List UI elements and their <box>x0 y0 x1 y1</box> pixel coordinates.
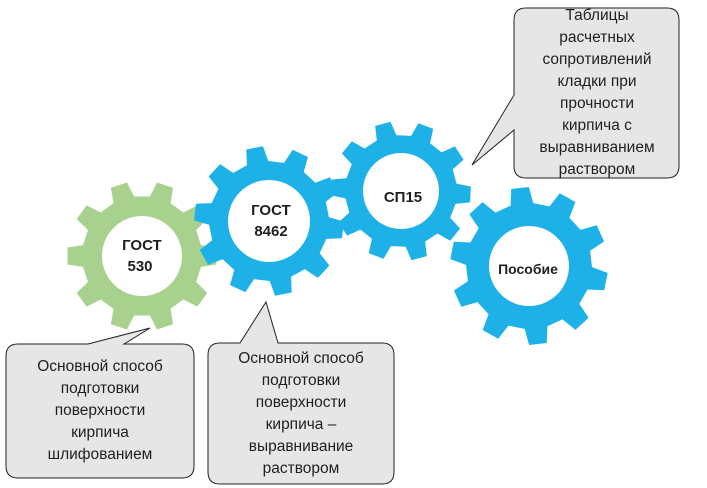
gear-label-gost8462: ГОСТ 8462 <box>251 202 295 240</box>
gear-label-gost530-line1: ГОСТ <box>122 237 162 254</box>
gear-label-gost530: ГОСТ 530 <box>122 237 166 275</box>
gear-hole-sp15 <box>363 153 439 229</box>
callout-text-gost8462: Основной способ подготовки поверхности к… <box>238 350 364 477</box>
gear-label-gost8462-line1: ГОСТ <box>251 202 291 219</box>
gear-hole-posobie <box>489 226 569 306</box>
callout-bubble-gost530 <box>5 327 195 479</box>
gear-label-sp15: СП15 <box>384 189 422 206</box>
gear-label-sp15-line1: СП15 <box>384 189 422 206</box>
gear-label-gost8462-line2: 8462 <box>254 223 287 240</box>
gear-label-gost530-line2: 530 <box>127 258 152 275</box>
callout-text-sp15: Таблицы расчетных сопротивлений кладки п… <box>539 7 655 178</box>
gear-hole-gost8462 <box>228 180 310 262</box>
gear-hole-gost530 <box>102 216 182 296</box>
callout-bubble-gost8462 <box>207 300 395 485</box>
callout-text-gost530: Основной способ подготовки поверхности к… <box>37 358 163 463</box>
callout-bubble-sp15 <box>471 7 680 179</box>
gear-label-posobie: Пособие <box>498 261 558 277</box>
gear-label-posobie-line1: Пособие <box>498 261 558 277</box>
